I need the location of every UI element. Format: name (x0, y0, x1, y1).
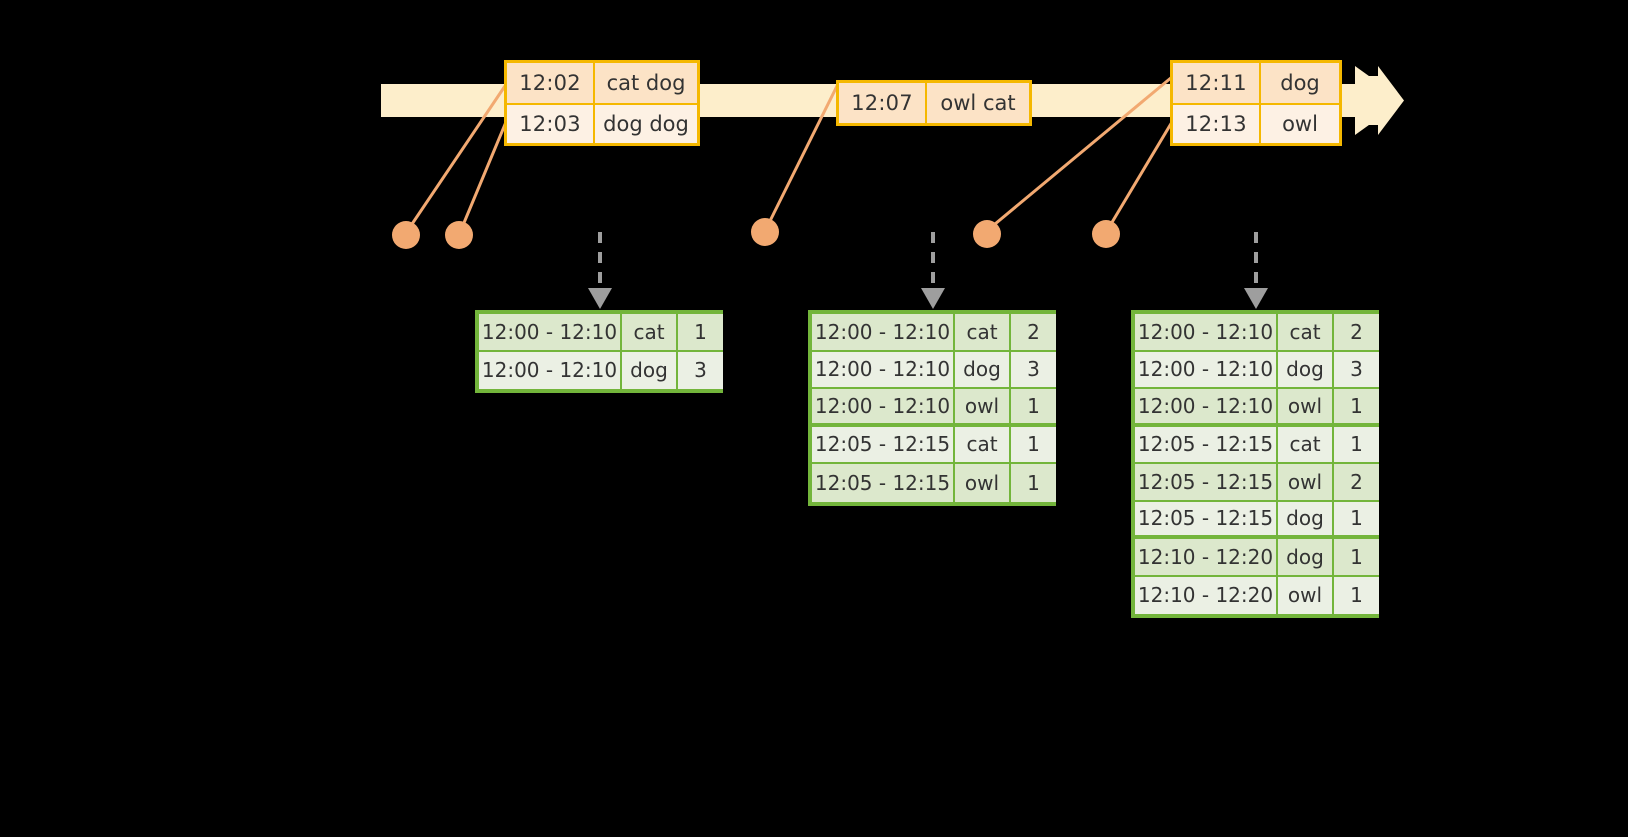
connector-lines (406, 75, 1174, 231)
connector-line-1 (406, 82, 509, 231)
event-group-1[interactable]: 12:02 cat dog 12:03 dog dog (504, 60, 700, 146)
table-cell-window: 12:05 - 12:15 (1135, 464, 1278, 502)
table-cell-count: 2 (1011, 314, 1056, 352)
table-cell-count: 3 (1334, 351, 1379, 389)
table-cell-count: 1 (1011, 389, 1056, 427)
table-cell-window: 12:05 - 12:15 (812, 464, 955, 502)
table-cell-word: dog (955, 351, 1011, 389)
table-cell-word: owl (955, 389, 1011, 427)
down-arrows (588, 232, 1268, 309)
table-cell-window: 12:00 - 12:10 (812, 314, 955, 352)
event-words: cat dog (606, 71, 686, 95)
connector-dot-1 (392, 221, 420, 249)
down-arrow-3-head (1244, 288, 1268, 309)
table-cell-count: 1 (678, 314, 723, 352)
table-cell-window: 12:00 - 12:10 (479, 351, 622, 389)
table-cell-count: 1 (1334, 501, 1379, 539)
down-arrow-2-head (921, 288, 945, 309)
table-cell-window: 12:05 - 12:15 (1135, 501, 1278, 539)
event-words: owl (1282, 112, 1318, 136)
table-cell-count: 2 (1334, 314, 1379, 352)
event-row[interactable]: 12:03 dog dog (507, 103, 697, 143)
event-time: 12:13 (1173, 105, 1261, 143)
event-words: owl cat (940, 91, 1016, 115)
table-cell-window: 12:00 - 12:10 (1135, 314, 1278, 352)
event-row[interactable]: 12:13 owl (1173, 103, 1339, 143)
table-cell-count: 1 (1011, 426, 1056, 464)
event-row[interactable]: 12:11 dog (1173, 63, 1339, 103)
table-cell-word: dog (1278, 539, 1334, 577)
connector-dot-3 (751, 218, 779, 246)
event-time: 12:07 (839, 83, 927, 123)
table-cell-count: 3 (678, 351, 723, 389)
table-cell-word: dog (622, 351, 678, 389)
table-cell-count: 1 (1334, 389, 1379, 427)
table-cell-window: 12:10 - 12:20 (1135, 539, 1278, 577)
table-cell-window: 12:00 - 12:10 (479, 314, 622, 352)
timeline-arrow-shape (1355, 66, 1404, 135)
event-time: 12:03 (507, 105, 595, 143)
connector-line-5 (1106, 121, 1174, 230)
connector-line-2 (459, 121, 508, 231)
table-cell-count: 1 (1334, 539, 1379, 577)
table-cell-window: 12:00 - 12:10 (812, 389, 955, 427)
table-cell-word: owl (1278, 464, 1334, 502)
table-cell-word: dog (1278, 351, 1334, 389)
connector-dots (392, 218, 1120, 249)
table-cell-window: 12:00 - 12:10 (812, 351, 955, 389)
connector-dot-5 (1092, 220, 1120, 248)
table-cell-word: cat (622, 314, 678, 352)
connector-line-4 (988, 75, 1173, 231)
table-cell-word: owl (1278, 389, 1334, 427)
table-cell-word: owl (1278, 576, 1334, 614)
table-cell-window: 12:10 - 12:20 (1135, 576, 1278, 614)
table-cell-window: 12:00 - 12:10 (1135, 351, 1278, 389)
table-cell-window: 12:05 - 12:15 (812, 426, 955, 464)
down-arrow-1-head (588, 288, 612, 309)
event-row[interactable]: 12:02 cat dog (507, 63, 697, 103)
connector-dot-2 (445, 221, 473, 249)
table-cell-word: cat (1278, 426, 1334, 464)
table-cell-count: 2 (1334, 464, 1379, 502)
table-cell-window: 12:00 - 12:10 (1135, 389, 1278, 427)
table-cell-word: cat (955, 426, 1011, 464)
table-cell-word: cat (955, 314, 1011, 352)
connector-dot-4 (973, 220, 1001, 248)
event-group-2[interactable]: 12:07 owl cat (836, 80, 1032, 126)
table-cell-word: dog (1278, 501, 1334, 539)
event-words: dog (1280, 71, 1320, 95)
table-cell-count: 1 (1334, 426, 1379, 464)
table-cell-count: 1 (1011, 464, 1056, 502)
event-words: dog dog (603, 112, 689, 136)
event-time: 12:02 (507, 63, 595, 103)
table-cell-count: 3 (1011, 351, 1056, 389)
table-cell-word: cat (1278, 314, 1334, 352)
table-cell-count: 1 (1334, 576, 1379, 614)
event-row[interactable]: 12:07 owl cat (839, 83, 1029, 123)
event-time: 12:11 (1173, 63, 1261, 103)
table-cell-word: owl (955, 464, 1011, 502)
table-cell-window: 12:05 - 12:15 (1135, 426, 1278, 464)
connector-line-3 (765, 83, 840, 228)
event-group-3[interactable]: 12:11 dog 12:13 owl (1170, 60, 1342, 146)
